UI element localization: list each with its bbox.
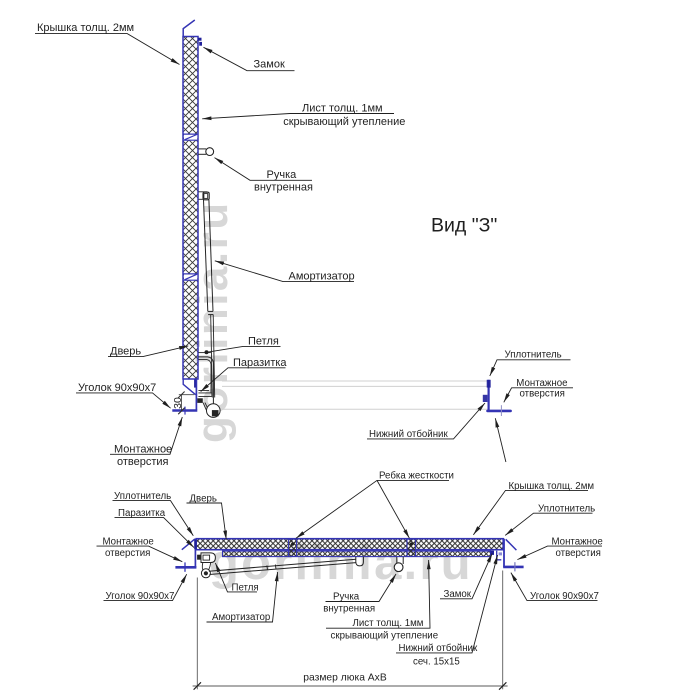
svg-text:сеч. 15х15: сеч. 15х15 [413,657,460,668]
svg-text:Петля: Петля [232,583,259,594]
svg-text:размер люка АхВ: размер люка АхВ [303,673,387,684]
svg-text:Амортизатор: Амортизатор [289,271,355,283]
svg-text:внутренная: внутренная [323,604,375,615]
svg-text:Монтажное: Монтажное [552,537,603,548]
svg-text:Уплотнитель: Уплотнитель [505,350,562,361]
svg-text:Ручка: Ручка [333,592,360,603]
svg-text:Уплотнитель: Уплотнитель [114,491,171,502]
svg-text:Дверь: Дверь [110,346,141,358]
svg-text:Амортизатор: Амортизатор [212,612,270,623]
svg-text:Паразитка: Паразитка [233,357,287,369]
svg-text:Уплотнитель: Уплотнитель [538,504,595,515]
svg-text:30: 30 [172,397,184,409]
svg-text:Уголок 90х90х7: Уголок 90х90х7 [78,382,156,394]
svg-text:Крышка толщ. 2мм: Крышка толщ. 2мм [37,22,134,34]
svg-text:скрывающий утепление: скрывающий утепление [331,631,439,642]
svg-text:скрывающий утепление: скрывающий утепление [283,116,405,128]
svg-text:Паразитка: Паразитка [118,508,166,519]
svg-text:Вид "З": Вид "З" [431,215,497,237]
svg-text:Лист толщ. 1мм: Лист толщ. 1мм [302,103,383,115]
svg-text:отверстия: отверстия [520,389,565,400]
svg-text:Замок: Замок [254,59,285,71]
svg-text:Нижний отбойник: Нижний отбойник [399,643,478,654]
svg-text:отверстия: отверстия [105,548,150,559]
svg-text:Нижний отбойник: Нижний отбойник [369,429,448,440]
svg-text:Уголок 90х90х7: Уголок 90х90х7 [106,591,175,602]
svg-text:Дверь: Дверь [190,494,217,505]
svg-text:внутренная: внутренная [254,182,313,194]
svg-text:Ручка: Ручка [267,169,298,181]
svg-text:Монтажное: Монтажное [516,378,567,389]
svg-text:Лист толщ. 1мм: Лист толщ. 1мм [353,618,424,629]
svg-text:Уголок 90х90х7: Уголок 90х90х7 [530,591,599,602]
svg-text:Монтажное: Монтажное [114,444,172,456]
svg-text:отверстия: отверстия [117,456,169,468]
svg-text:Крышка толщ. 2мм: Крышка толщ. 2мм [509,481,595,492]
svg-text:Петля: Петля [248,336,279,348]
svg-text:Ребка жесткости: Ребка жесткости [379,471,454,482]
svg-text:Замок: Замок [444,589,472,600]
svg-text:отверстия: отверстия [556,548,601,559]
svg-text:Монтажное: Монтажное [103,537,154,548]
